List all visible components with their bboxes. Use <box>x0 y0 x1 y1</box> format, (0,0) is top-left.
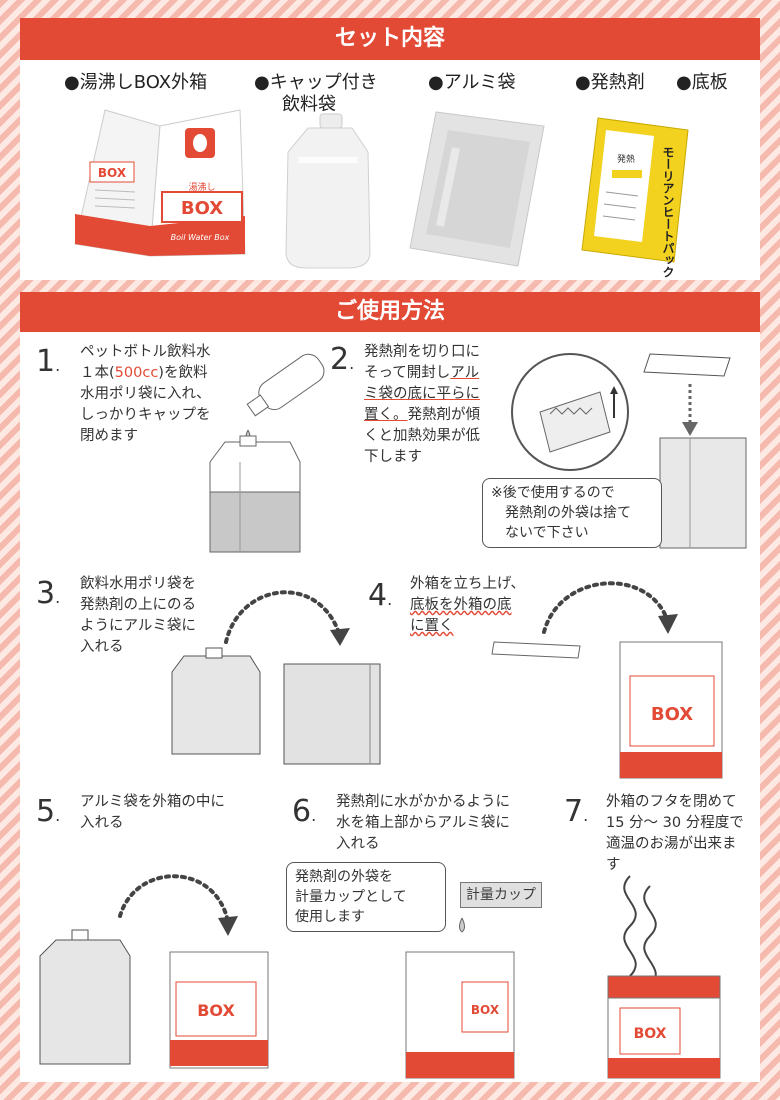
step-2-illustration <box>511 353 747 549</box>
measuring-cup-label: 計量カップ <box>460 882 542 908</box>
step-6-illustration: BOX <box>405 917 515 1079</box>
heater-small-text: 発熱 <box>617 153 635 165</box>
item-label-base: ●底板 <box>676 72 728 93</box>
alu-bag-product-image <box>409 111 545 267</box>
step-2-number: 2. <box>330 342 355 377</box>
step-7-text: 外箱のフタを閉めて 15 分～ 30 分程度で 適温のお湯が出来ま す <box>606 794 744 873</box>
box-sub-text: Boil Water Box <box>171 233 230 242</box>
step-5-box-brand: BOX <box>197 1001 235 1020</box>
step-5-text: アルミ袋を外箱の中に 入れる <box>80 794 225 831</box>
step-6-note: 発熱剤の外袋を 計量カップとして 使用します <box>286 862 446 932</box>
step-4-illustration: BOX <box>491 581 723 779</box>
pouch-product-image <box>285 113 371 269</box>
step-7-box-brand: BOX <box>634 1026 667 1042</box>
step-6-number: 6. <box>292 794 317 829</box>
usage-panel: ご使用方法 1. ペットボトル飲料水 １本(500cc)を飲料 水用ポリ袋に入れ… <box>20 292 760 1082</box>
step-5-illustration: BOX <box>39 874 269 1069</box>
step-3-text: 飲料水用ポリ袋を 発熱剤の上にのる ようにアルミ袋に 入れる <box>80 576 196 655</box>
box-brand-top: 湯沸し <box>188 181 215 193</box>
step-4-text: 外箱を立ち上げ、 底板を外箱の底 に置く <box>410 576 525 634</box>
step-1-illustration <box>209 353 325 553</box>
step-3-number: 3. <box>36 576 61 611</box>
step-7-number: 7. <box>564 794 589 829</box>
step-5-number: 5. <box>36 794 61 829</box>
step-4-number: 4. <box>368 578 393 613</box>
step-2-note: ※後で使用するので 発熱剤の外袋は捨て ないで下さい <box>482 478 662 548</box>
item-label-box: ●湯沸しBOX外箱 <box>64 72 208 93</box>
item-label-heater: ●発熱剤 <box>575 72 645 93</box>
item-label-alu-bag: ●アルミ袋 <box>428 72 516 93</box>
usage-title: ご使用方法 <box>20 292 760 332</box>
box-brand-text: BOX <box>181 198 223 219</box>
box-product-image: BOX 湯沸し Boil Water Box BOX <box>74 109 246 257</box>
heater-brand-text: モーリアンヒートパック <box>661 146 675 278</box>
item-label-pouch-2: 飲料袋 <box>282 94 336 115</box>
step-2-text: 発熱剤を切り口に そって開封しアル ミ袋の底に平らに 置く。発熱剤が傾 くと加熱… <box>364 344 480 465</box>
step-4-box-brand: BOX <box>651 704 693 725</box>
step-1-text: ペットボトル飲料水 １本(500cc)を飲料 水用ポリ袋に入れ、 しっかりキャッ… <box>80 344 211 444</box>
step-3-illustration <box>171 590 381 765</box>
set-contents-panel: セット内容 ●湯沸しBOX外箱 ●キャップ付き 飲料袋 ●アルミ袋 ●発熱剤 ●… <box>20 18 760 280</box>
step-7-illustration: BOX <box>607 875 721 1079</box>
box-side-text: BOX <box>98 166 127 180</box>
step-6-text: 発熱剤に水がかかるように 水を箱上部からアルミ袋に 入れる <box>336 794 510 852</box>
set-contents-title: セット内容 <box>20 18 760 60</box>
step-1-number: 1. <box>36 344 61 379</box>
item-label-pouch: ●キャップ付き <box>254 72 378 93</box>
step-6-box-brand: BOX <box>471 1003 500 1017</box>
heater-product-image: 発熱 モーリアンヒートパック <box>581 117 689 278</box>
